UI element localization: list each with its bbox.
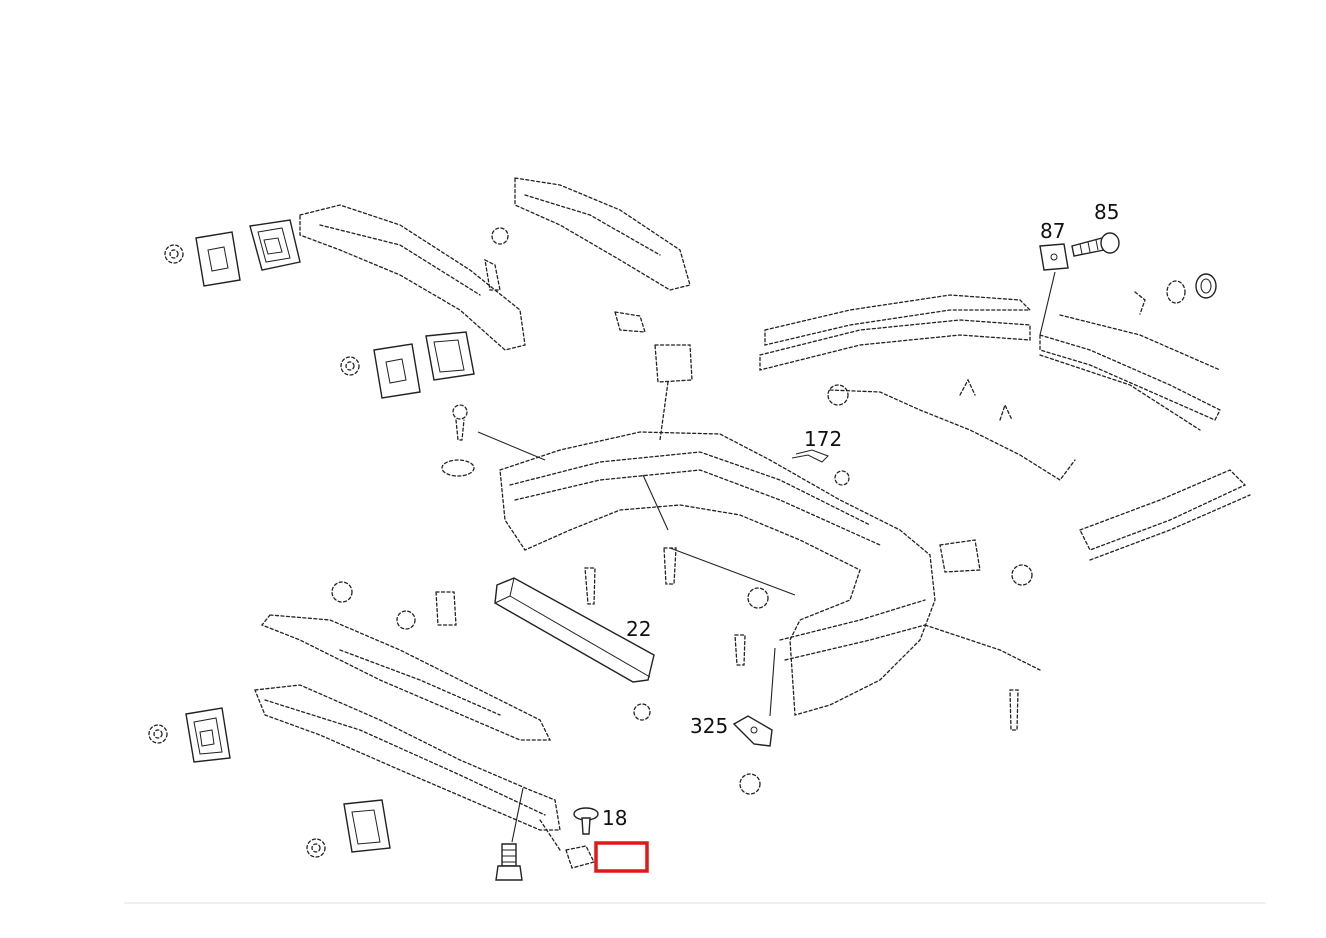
part-22-absorber[interactable] xyxy=(494,577,655,683)
clip-90[interactable] xyxy=(396,610,416,630)
selected-part-box[interactable] xyxy=(594,841,649,873)
bracket-lower-center[interactable] xyxy=(343,799,391,853)
label-18[interactable]: 18 xyxy=(602,806,627,830)
top-carrier-outline[interactable] xyxy=(514,177,691,291)
part-87-plate[interactable] xyxy=(1039,243,1069,271)
label-22[interactable]: 22 xyxy=(626,617,651,641)
trim-strip-upper[interactable] xyxy=(764,294,1032,346)
bolt-middle[interactable] xyxy=(452,404,468,441)
bolt-260[interactable] xyxy=(747,587,769,609)
part-325-bracket[interactable] xyxy=(732,715,773,747)
label-87[interactable]: 87 xyxy=(1040,219,1065,243)
nut-middle-left[interactable] xyxy=(340,356,360,376)
clip-160[interactable] xyxy=(633,703,651,721)
upper-carrier-outline[interactable] xyxy=(299,204,526,351)
nut-lower-center[interactable] xyxy=(306,838,326,858)
right-bumper-section[interactable] xyxy=(1039,334,1221,421)
bracket-middle[interactable] xyxy=(425,331,475,381)
part-85-screw[interactable] xyxy=(1071,232,1120,257)
label-325[interactable]: 325 xyxy=(690,714,728,738)
label-172[interactable]: 172 xyxy=(804,427,842,451)
bolt-173[interactable] xyxy=(834,470,850,486)
label-85[interactable]: 85 xyxy=(1094,200,1119,224)
mounting-plate-middle[interactable] xyxy=(373,343,421,399)
trim-strip-lower[interactable] xyxy=(759,319,1031,371)
lower-carrier-outline[interactable] xyxy=(254,684,561,831)
nut-lower-left[interactable] xyxy=(148,724,168,744)
upper-left-bracket-group xyxy=(164,204,526,351)
bracket-lower-left[interactable] xyxy=(185,707,231,763)
part-highlighted-clip[interactable] xyxy=(565,845,595,869)
part-172-clip[interactable] xyxy=(791,449,829,463)
part-18-clip[interactable] xyxy=(573,807,599,835)
clip-top-center[interactable] xyxy=(491,227,509,245)
bolt-410[interactable] xyxy=(1009,689,1019,731)
washer-middle[interactable] xyxy=(441,459,475,477)
bolt-50[interactable] xyxy=(663,547,677,585)
lower-right-trim[interactable] xyxy=(1079,469,1247,551)
clip-right[interactable] xyxy=(1134,280,1186,315)
wiring-harness[interactable] xyxy=(829,389,1076,481)
mounting-plate-upper[interactable] xyxy=(195,231,241,287)
bolt-330[interactable] xyxy=(495,843,523,881)
nut-upper-left[interactable] xyxy=(164,244,184,264)
clip-200[interactable] xyxy=(435,591,457,626)
middle-left-bracket-group xyxy=(340,331,475,477)
bolt-370b[interactable] xyxy=(734,634,746,666)
sensor-top-center[interactable] xyxy=(614,311,693,441)
sensor-right[interactable] xyxy=(939,539,1033,586)
washer-right[interactable] xyxy=(1195,273,1217,299)
screw-333[interactable] xyxy=(739,773,761,795)
bolt-370[interactable] xyxy=(584,567,596,605)
bumper-cover-outline[interactable] xyxy=(499,431,936,716)
nut-100[interactable] xyxy=(331,581,353,603)
bracket-upper[interactable] xyxy=(249,219,301,271)
